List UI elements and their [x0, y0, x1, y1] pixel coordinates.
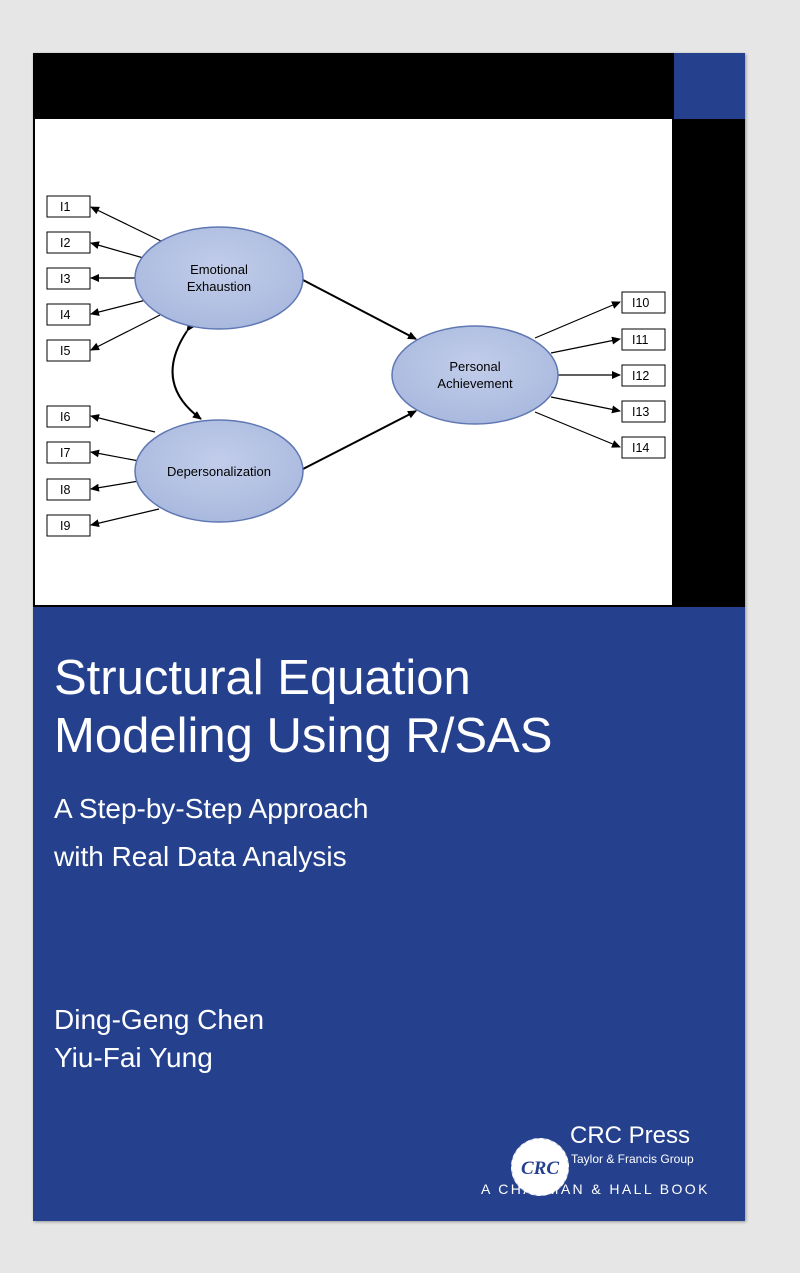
latent-label: Achievement — [437, 376, 513, 391]
indicator-box: I9 — [46, 514, 91, 537]
indicator-box: I10 — [621, 291, 666, 314]
covariance-arrow — [171, 322, 202, 420]
arrow-i7 — [90, 449, 140, 462]
svg-text:I7: I7 — [60, 446, 70, 460]
indicator-box: I14 — [621, 436, 666, 459]
svg-text:I11: I11 — [632, 333, 648, 347]
indicator-box: I8 — [46, 478, 91, 501]
indicator-box: I3 — [46, 267, 91, 290]
book-title: Structural Equation Modeling Using R/SAS — [54, 649, 714, 765]
svg-text:I4: I4 — [60, 308, 70, 322]
indicator-box: I2 — [46, 231, 91, 254]
arrow-i9 — [90, 508, 160, 528]
svg-text:I5: I5 — [60, 344, 70, 358]
title-line: Structural Equation — [54, 651, 471, 705]
right-black-bar — [674, 119, 745, 607]
svg-text:CRC: CRC — [521, 1158, 559, 1179]
right-indicators: I10 I11 I12 I13 I14 — [621, 291, 666, 459]
indicator-box: I11 — [621, 328, 666, 351]
svg-text:I10: I10 — [632, 296, 649, 310]
arrow-i8 — [90, 480, 140, 492]
author-name: Ding-Geng Chen — [54, 1004, 265, 1035]
latent-emotional-exhaustion — [134, 226, 304, 330]
indicator-box: I13 — [621, 400, 666, 423]
indicator-box: I6 — [46, 405, 91, 428]
svg-text:I6: I6 — [60, 410, 70, 424]
svg-text:I1: I1 — [60, 200, 70, 214]
arrow-i4 — [90, 299, 147, 316]
svg-text:I12: I12 — [632, 369, 649, 383]
author-list: Ding-Geng Chen Yiu-Fai Yung — [54, 1001, 264, 1077]
publisher-name: CRC Press — [570, 1122, 691, 1149]
arrow-i13 — [550, 396, 621, 414]
sem-path-diagram: Emotional Exhaustion Depersonalization P… — [46, 195, 666, 537]
subtitle-line: A Step-by-Step Approach — [54, 793, 369, 824]
crc-logo-icon: CRC — [510, 1137, 570, 1197]
svg-text:I2: I2 — [60, 236, 70, 250]
svg-text:I8: I8 — [60, 483, 70, 497]
book-subtitle: A Step-by-Step Approach with Real Data A… — [54, 785, 714, 881]
arrow-i10 — [534, 301, 621, 339]
subtitle-line: with Real Data Analysis — [54, 841, 347, 872]
arrow-i6 — [90, 414, 156, 433]
indicator-box: I7 — [46, 441, 91, 464]
arrow-i5 — [90, 314, 161, 351]
top-black-bar — [33, 53, 674, 119]
indicator-box: I4 — [46, 303, 91, 326]
right-loading-arrows — [534, 301, 621, 448]
publisher-imprint: A CHAPMAN & HALL BOOK — [481, 1181, 710, 1197]
author-name: Yiu-Fai Yung — [54, 1042, 213, 1073]
latent-label: Exhaustion — [187, 279, 251, 294]
path-depersonalization-to-achievement — [302, 410, 417, 470]
svg-text:I3: I3 — [60, 272, 70, 286]
arrow-i1 — [90, 206, 162, 242]
latent-depersonalization — [134, 419, 304, 523]
indicator-box: I1 — [46, 195, 91, 218]
indicator-box: I5 — [46, 339, 91, 362]
latent-label: Personal — [449, 359, 500, 374]
indicator-box: I12 — [621, 364, 666, 387]
arrow-i2 — [90, 241, 148, 260]
left-indicators: I1 I2 I3 I4 I5 I6 I7 I8 I9 — [46, 195, 91, 537]
svg-text:I14: I14 — [632, 441, 649, 455]
latent-label: Emotional — [190, 262, 248, 277]
path-emotional-to-achievement — [302, 279, 417, 340]
latent-personal-achievement — [391, 325, 559, 425]
sem-diagram-panel: Emotional Exhaustion Depersonalization P… — [33, 119, 674, 607]
top-blue-square — [674, 53, 745, 119]
arrow-i11 — [550, 336, 621, 354]
latent-label: Depersonalization — [167, 464, 271, 479]
book-cover: Emotional Exhaustion Depersonalization P… — [33, 53, 745, 1221]
left-loading-arrows — [90, 206, 162, 528]
structural-paths — [171, 279, 417, 470]
svg-text:I9: I9 — [60, 519, 70, 533]
svg-text:I13: I13 — [632, 405, 649, 419]
title-line: Modeling Using R/SAS — [54, 709, 553, 763]
publisher-group: Taylor & Francis Group — [571, 1152, 694, 1166]
arrow-i14 — [534, 411, 621, 448]
